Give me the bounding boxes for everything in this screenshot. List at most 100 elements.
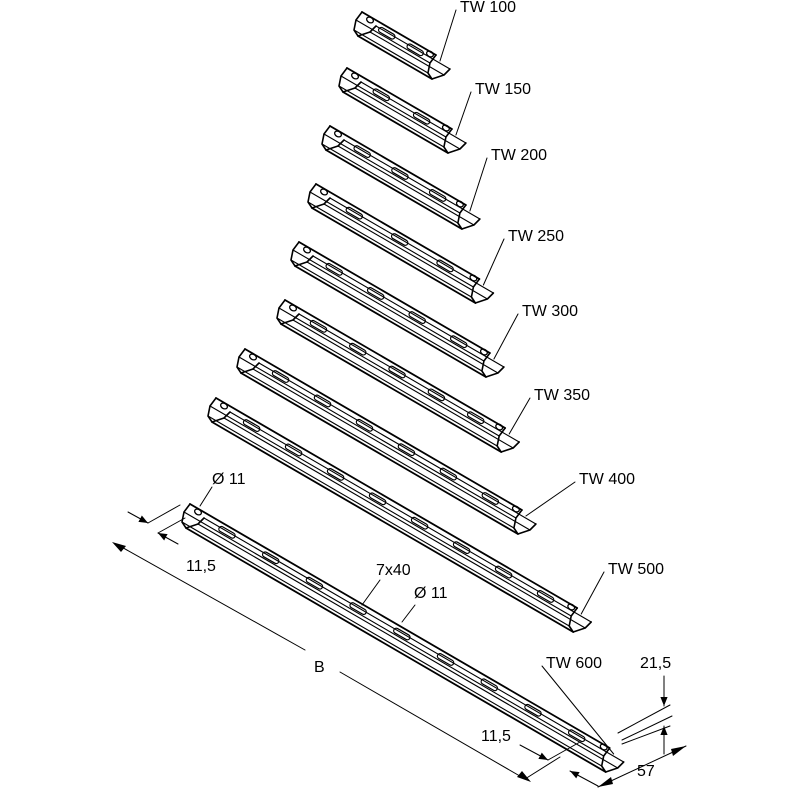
leader-hole-mid — [401, 604, 416, 623]
rail-tw-4 — [307, 183, 505, 304]
rail-label: TW 400 — [579, 471, 635, 488]
rail-edge — [209, 405, 572, 617]
leader-slot — [361, 579, 381, 606]
rail-end-start — [321, 125, 345, 151]
rail-edge — [223, 417, 586, 629]
dim-label-height: 21,5 — [640, 655, 671, 672]
rail-leader — [525, 481, 576, 517]
ext-line-b-right — [524, 756, 561, 780]
rail-edge — [236, 366, 515, 529]
rail-edge — [353, 29, 429, 74]
rail-end-start — [181, 503, 205, 529]
rail-edge — [346, 67, 453, 130]
rail-edge — [337, 145, 475, 226]
dim-label-hole-end: Ø 11 — [212, 471, 246, 488]
dim-label-hole-mid: Ø 11 — [414, 585, 448, 602]
leader-hole-end — [199, 486, 213, 507]
rail-edge — [375, 25, 451, 70]
rail-tw-6 — [276, 299, 531, 453]
dim-arrow-right-a — [519, 744, 549, 761]
hole — [511, 505, 520, 513]
rail-edge — [340, 75, 447, 138]
rail-edge — [306, 261, 499, 374]
slot — [355, 418, 374, 432]
hole — [479, 348, 488, 356]
rail-edge — [292, 249, 485, 362]
slot — [480, 678, 499, 692]
hole — [425, 50, 434, 58]
rail-edge — [290, 259, 483, 372]
dim-label-width: 57 — [637, 763, 655, 780]
slot — [325, 262, 343, 276]
rail-end-start — [236, 348, 260, 374]
rail-leader — [541, 665, 615, 755]
dim-b-arrow-right — [517, 771, 531, 782]
rail-edge — [323, 203, 488, 300]
rail-label: TW 350 — [534, 387, 590, 404]
slot — [388, 365, 406, 379]
ext-line-left-a — [147, 504, 181, 524]
slot — [378, 26, 396, 40]
rail-edge — [240, 372, 519, 535]
hole — [455, 200, 464, 208]
slot — [349, 342, 367, 356]
hole — [193, 508, 203, 516]
slot — [393, 627, 411, 641]
slot — [449, 335, 468, 349]
slot — [406, 43, 424, 57]
rail-label: TW 300 — [522, 303, 578, 320]
dim-label-length: B — [314, 659, 325, 676]
dim-label-edge-right: 11,5 — [481, 728, 511, 745]
slot — [242, 419, 261, 432]
slot — [271, 370, 290, 383]
rail-end-finish — [496, 427, 520, 453]
rail-tw-3 — [321, 125, 488, 230]
rail-edge — [369, 31, 445, 76]
rail-edge — [294, 265, 487, 378]
rail-label: TW 250 — [508, 228, 564, 245]
hole — [333, 130, 343, 138]
rail-edge — [252, 368, 531, 531]
rail-end-start — [290, 241, 314, 267]
slot — [345, 206, 364, 220]
rail-edge — [244, 348, 523, 511]
dim-arrow-left-b — [157, 532, 179, 545]
rail-edge — [355, 19, 431, 64]
rail-tw-9 — [181, 503, 625, 773]
slot — [428, 189, 447, 202]
rail-edge — [338, 85, 445, 148]
slot — [305, 576, 324, 590]
hole — [441, 124, 450, 132]
rail-edge — [185, 527, 607, 773]
rail-end-start — [276, 299, 300, 325]
dim-57-line — [597, 745, 687, 788]
rail-edge — [181, 521, 603, 767]
slot — [412, 111, 431, 125]
slot — [410, 516, 429, 530]
rail-edge — [278, 307, 500, 437]
rail-end-start — [307, 183, 331, 209]
rails-group — [181, 9, 625, 773]
rail-edge — [211, 421, 575, 633]
slot — [436, 653, 455, 666]
rail-edge — [298, 241, 491, 354]
ext-line-21-bottom — [621, 725, 671, 745]
slot — [452, 541, 471, 555]
slot — [524, 703, 542, 717]
hole — [248, 353, 258, 361]
slot — [372, 88, 391, 102]
rail-edge — [189, 503, 611, 749]
rail-end-finish — [481, 352, 505, 378]
slot — [481, 492, 500, 505]
rail-edge — [361, 11, 437, 56]
rail-tw-2 — [338, 67, 472, 154]
rail-edge — [309, 191, 474, 288]
rail-tw-8 — [207, 397, 605, 633]
rail-leader — [580, 571, 605, 615]
rail-tw-7 — [236, 348, 576, 535]
slot — [494, 565, 513, 579]
dim-b-line-right — [339, 671, 526, 780]
labels-group: Ø 11 11,5 7x40 Ø 11 B 11,5 21,5 57 TW 10… — [186, 0, 671, 780]
rail-label: TW 100 — [460, 0, 516, 16]
